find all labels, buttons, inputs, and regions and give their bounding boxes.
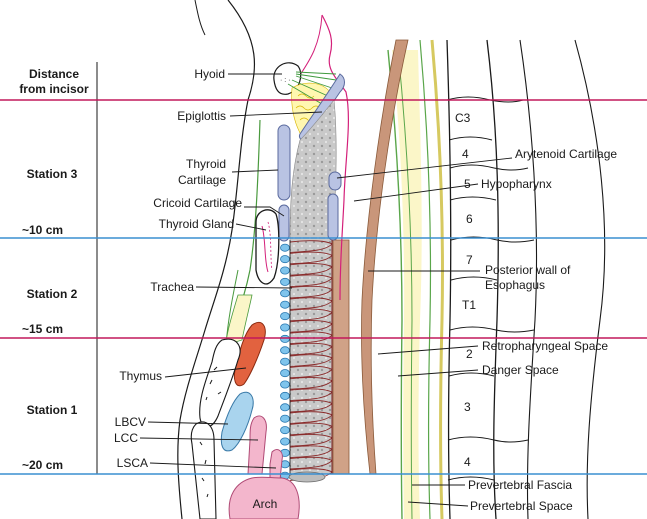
- tracheal-cartilage: [281, 438, 290, 445]
- tracheal-cartilage: [281, 370, 290, 377]
- station-1-label: Station 1: [27, 403, 78, 417]
- vertebra-label-t1: T1: [462, 298, 476, 312]
- label-cricoid-cartilage: Cricoid Cartilage: [153, 196, 242, 210]
- station-3-label: Station 3: [27, 167, 78, 181]
- label-prevertebral-fascia: Prevertebral Fascia: [468, 478, 572, 492]
- distance-15cm: ~15 cm: [22, 322, 63, 336]
- tracheal-cartilage: [281, 313, 290, 320]
- tracheal-cartilage: [281, 347, 290, 354]
- label-lbcv: LBCV: [115, 415, 146, 429]
- tracheal-cartilage: [281, 358, 290, 365]
- tracheal-cartilage: [281, 244, 290, 251]
- tracheal-cartilage: [281, 335, 290, 342]
- station-2-label: Station 2: [27, 287, 78, 301]
- esophagus-wall: [333, 240, 349, 474]
- label-thyroid-cartilage-1: Thyroid: [186, 157, 226, 171]
- arytenoid-upper-shape: [329, 172, 341, 190]
- label-thyroid-gland: Thyroid Gland: [159, 217, 234, 231]
- thyroid-gland-shape: [256, 210, 279, 284]
- tracheal-cartilage: [281, 301, 290, 308]
- vertebra-label-c7: 7: [466, 253, 473, 267]
- label-lcc: LCC: [114, 431, 138, 445]
- vertebra-label-c5: 5: [464, 177, 471, 191]
- vertebra-label-c3: C3: [455, 111, 471, 125]
- label-hypopharynx: Hypopharynx: [481, 177, 552, 191]
- lsca-shape: [270, 450, 282, 480]
- tracheal-cartilage: [281, 290, 290, 297]
- tracheal-cartilage: [281, 256, 290, 263]
- label-prevertebral-space: Prevertebral Space: [470, 499, 573, 513]
- label-thymus: Thymus: [119, 369, 162, 383]
- distance-20cm: ~20 cm: [22, 458, 63, 472]
- svg-text:· : ·: · : ·: [280, 77, 291, 84]
- label-lsca: LSCA: [117, 456, 148, 470]
- vertebra-label-c4: 4: [462, 147, 469, 161]
- vertebra-label-c6: 6: [466, 212, 473, 226]
- distance-10cm: ~10 cm: [22, 223, 63, 237]
- danger-space-region: [392, 50, 422, 519]
- tracheal-cartilage: [281, 415, 290, 422]
- label-trachea: Trachea: [150, 280, 194, 294]
- label-arytenoid-cartilage: Arytenoid Cartilage: [515, 147, 617, 161]
- label-epiglottis: Epiglottis: [177, 109, 226, 123]
- tracheal-cartilage: [281, 392, 290, 399]
- label-hyoid: Hyoid: [194, 67, 225, 81]
- sternum: [191, 422, 216, 519]
- tracheal-cartilage: [281, 267, 290, 274]
- tracheal-cartilage: [281, 427, 290, 434]
- header-line2: from incisor: [19, 82, 89, 96]
- label-danger-space: Danger Space: [482, 363, 559, 377]
- lbcv-shape: [221, 392, 253, 451]
- arytenoid-lower-shape: [328, 194, 338, 240]
- label-posterior-wall-2: Esophagus: [485, 278, 545, 292]
- header-line1: Distance: [29, 67, 79, 81]
- vertebral-column: [447, 40, 451, 519]
- tracheal-cartilage: [281, 324, 290, 331]
- label-thyroid-cartilage-2: Cartilage: [178, 173, 226, 187]
- tracheal-cartilage: [281, 404, 290, 411]
- vertebra-label-t2: 2: [466, 347, 473, 361]
- tracheal-cartilage: [281, 278, 290, 285]
- label-posterior-wall-1: Posterior wall of: [485, 263, 571, 277]
- vertebra-label-t4: 4: [464, 455, 471, 469]
- cricoid-cartilage-shape: [279, 205, 289, 241]
- label-retropharyngeal-space: Retropharyngeal Space: [482, 339, 608, 353]
- thyroid-cartilage-shape: [278, 125, 290, 200]
- label-arch: Arch: [253, 497, 278, 511]
- vertebra-label-t3: 3: [464, 400, 471, 414]
- lcc-shape: [248, 416, 266, 474]
- tracheal-cartilage: [281, 381, 290, 388]
